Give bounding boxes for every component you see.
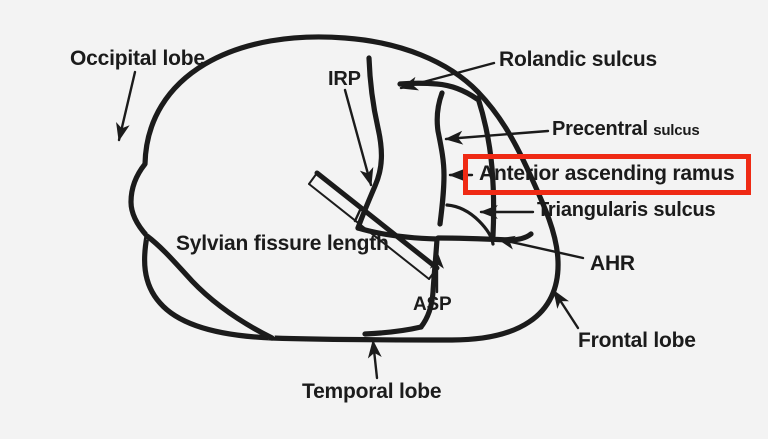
measure-bar-tick — [353, 206, 363, 223]
leader-frontal-lobe — [552, 289, 580, 330]
label-precentral-sub: sulcus — [653, 122, 700, 139]
brain-cortex-outline — [128, 34, 561, 343]
label-asp: ASP — [413, 294, 452, 315]
leader-irp — [343, 88, 374, 187]
sulci-group — [355, 55, 534, 337]
outline-eraser — [146, 232, 276, 340]
measure-bar-cap-start — [308, 172, 318, 185]
label-frontal-lobe: Frontal lobe — [578, 329, 696, 352]
leader-ahr — [496, 235, 585, 260]
measure-bar-cap-end — [428, 267, 438, 280]
label-occipital-lobe: Occipital lobe — [70, 47, 205, 70]
label-sylvian-fissure-length: Sylvian fissure length — [176, 232, 389, 255]
annotation-leaders — [116, 61, 585, 380]
label-anterior-ascending-ramus: Anterior ascending ramus — [479, 162, 735, 185]
label-rolandic-sulcus: Rolandic sulcus — [499, 48, 658, 71]
leader-rolandic-sulcus — [399, 61, 496, 91]
leader-occipital-lobe — [116, 70, 137, 142]
anterior-horizontal-ramus-line — [435, 231, 534, 243]
precentral-sulcus-line — [434, 90, 447, 227]
inferior-frontal-base-line — [362, 324, 424, 337]
rolandic-sulcus-line — [355, 55, 384, 231]
measure-bar-lower-edge — [308, 183, 430, 280]
brain-outline — [128, 34, 561, 343]
sylvian-measure-bar — [308, 170, 440, 280]
measure-bar-upper-edge — [314, 170, 440, 271]
leader-temporal-lobe — [367, 339, 382, 380]
label-triangularis-sulcus: Triangularis sulcus — [537, 199, 716, 221]
highlight-box-anterior-ascending-ramus — [463, 154, 751, 195]
leader-precentral-sulcus — [444, 129, 550, 145]
temporal-inferior-edge — [144, 233, 275, 341]
label-ahr: AHR — [590, 252, 635, 275]
label-precentral-sulcus: Precentral sulcus — [552, 119, 700, 139]
label-temporal-lobe: Temporal lobe — [302, 380, 442, 403]
label-irp: IRP — [328, 68, 361, 90]
label-precentral-main: Precentral — [552, 118, 648, 140]
